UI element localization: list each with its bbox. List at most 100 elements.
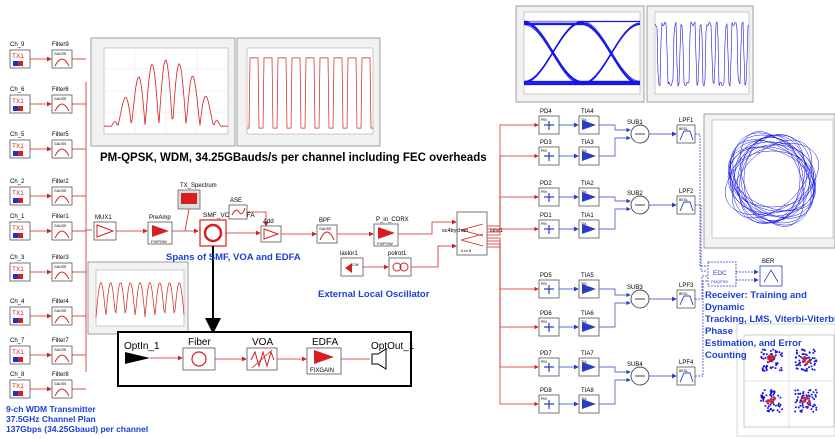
ber-block[interactable]: BER	[760, 259, 782, 286]
lpf-label: LPF3	[679, 283, 694, 289]
preamp-sub: FIXPOW	[151, 239, 167, 244]
lpf-label: LPF4	[679, 360, 694, 366]
channel-name-label: Ch_5	[10, 132, 25, 138]
tia-label: TIA8	[581, 388, 594, 394]
voa-block[interactable]: VOA	[247, 337, 277, 370]
tx-source-block[interactable]: TX1	[10, 140, 30, 158]
tx-source-label: TX1	[12, 310, 24, 317]
tx-channel-row: Ch_8TX1 Filter8GAUSS	[10, 372, 86, 398]
subtractor-block[interactable]: SUB2	[627, 191, 649, 214]
receiver-note: Receiver: Training and Dynamic Tracking,…	[705, 290, 835, 362]
tx-spectrum-monitor[interactable]: TX_Spectrum	[178, 183, 217, 209]
ase-source-block[interactable]: ASE	[229, 198, 247, 219]
channel-name-label: Ch_7	[10, 338, 25, 344]
receiver-bank: PD4PINTIA4TIAPD3PINTIA3TIAPD2PINTIA2TIAP…	[487, 109, 630, 413]
tx-source-label: TX1	[12, 190, 24, 197]
tx-source-block[interactable]: TX1	[10, 95, 30, 113]
optout-label: OptOut_1	[371, 341, 415, 352]
channel-name-label: Ch_9	[10, 42, 25, 48]
photodiode-label: PD5	[540, 273, 552, 279]
filter-type-label: GAUSS	[54, 309, 67, 313]
channel-name-label: Ch_8	[10, 372, 25, 378]
edfa-sub: FIXGAIN	[310, 368, 334, 374]
subtractor-block[interactable]: SUB4	[627, 362, 649, 385]
filter-type-label: GAUSS	[54, 224, 67, 228]
photodiode-sub: PIN	[541, 118, 547, 122]
preamp-block[interactable]: PreAmp FIXPOW	[148, 215, 172, 244]
subtractor-block[interactable]: SUB3	[627, 285, 649, 308]
tx-note-line: 9-ch WDM Transmitter	[6, 404, 148, 414]
tx-channel-row: Ch_4TX1Filter4GAUSS	[10, 299, 86, 325]
photodiode-label: PD1	[540, 213, 552, 219]
tx-channel-row: Ch_7TX1 Filter7GAUSS	[10, 338, 86, 364]
tx-source-block[interactable]: TX1	[10, 380, 30, 398]
optical-hybrid-block[interactable]: sc4bychan 4 to 8 lalsr1	[442, 212, 503, 255]
tx-source-block[interactable]: TX1	[10, 346, 30, 364]
subtractor-block[interactable]: SUB1	[627, 120, 649, 143]
p-in-corx-block[interactable]: P_in_CORX FIXPOW	[374, 217, 409, 246]
photodiode-sub: PIN	[541, 360, 547, 364]
edfa-block[interactable]: EDFA FIXGAIN	[307, 337, 341, 374]
tx-source-block[interactable]: TX1	[10, 187, 30, 205]
tx-channel-row: Ch_2TX1Filter2GAUSS	[10, 179, 86, 205]
tx-source-block[interactable]: TX1	[10, 263, 30, 281]
edfa-label: EDFA	[312, 337, 338, 348]
filter-label: Filter2	[52, 179, 69, 185]
fiber-label: Fiber	[188, 337, 211, 348]
tx-source-block[interactable]: TX1	[10, 222, 30, 240]
tx-source-label: TX1	[12, 143, 24, 150]
filter-type-label: GAUSS	[54, 97, 67, 101]
photodiode-sub: PIN	[541, 190, 547, 194]
filter-label: Filter9	[52, 42, 69, 48]
photodiode-label: PD7	[540, 351, 552, 357]
p-in-sub: FIXPOW	[377, 241, 393, 246]
polrot-block[interactable]: polrot1	[388, 251, 411, 276]
preamp-label: PreAmp	[149, 215, 171, 221]
tx-source-block[interactable]: TX1	[10, 307, 30, 325]
add-block[interactable]: Add	[261, 219, 281, 242]
tia-label: TIA4	[581, 109, 594, 115]
rx-detector-row: PD3PIN TIA3TIA	[487, 138, 630, 229]
tx-source-block[interactable]: TX1	[10, 50, 30, 68]
channel-name-label: Ch_3	[10, 255, 25, 261]
edc-block[interactable]: EDC PMQPSK	[708, 262, 736, 286]
mux1-block[interactable]: MUX1	[94, 215, 116, 240]
lpf-label: LPF1	[679, 118, 694, 124]
fiber-block[interactable]: Fiber	[183, 337, 215, 370]
tia-label: TIA2	[581, 181, 594, 187]
transmitter-bank: Ch_9TX1Filter9GAUSSCh_6TX1Filter6GAUSSCh…	[10, 42, 86, 398]
lo-laser-block[interactable]: laslor1 CW	[340, 251, 363, 276]
lo-laser-sub: CW	[352, 262, 359, 267]
bpf-block[interactable]: BPF GAUSS	[317, 218, 337, 243]
filter-label: Filter8	[52, 372, 69, 378]
